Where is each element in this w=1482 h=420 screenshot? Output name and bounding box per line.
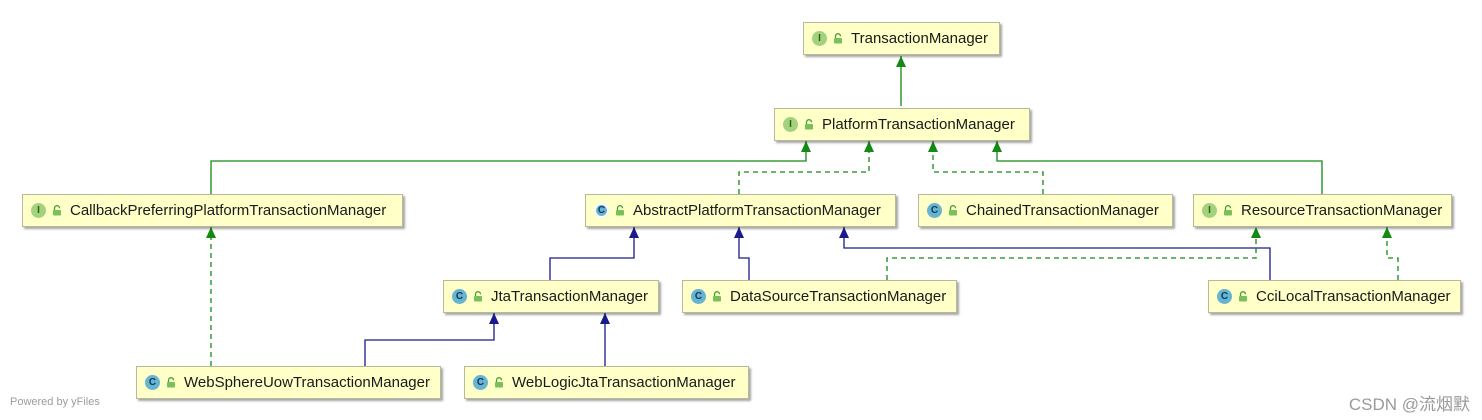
node-websphere-uow-transaction-manager[interactable]: C WebSphereUowTransactionManager [136,366,441,399]
arrowhead [1251,227,1261,238]
arrowhead [801,141,811,152]
node-jta-transaction-manager[interactable]: C JtaTransactionManager [443,280,659,313]
class-icon: C [145,375,160,390]
interface-icon: I [812,31,827,46]
arrowhead [992,141,1002,152]
edge-dstm-to-rtm [886,227,1261,280]
edge-aptm-to-ptm [738,141,874,194]
class-icon: C [1217,289,1232,304]
arrowhead [1382,227,1392,238]
arrowhead [206,227,216,238]
public-lock-icon [166,377,176,388]
class-icon: C [452,289,467,304]
node-label: ChainedTransactionManager [966,202,1159,219]
class-icon: C [927,203,942,218]
arrowhead [734,227,744,238]
node-abstract-platform-transaction-manager[interactable]: C AbstractPlatformTransactionManager [585,194,896,227]
node-callback-preferring-platform-transaction-manager[interactable]: I CallbackPreferringPlatformTransactionM… [22,194,403,227]
interface-icon: I [783,117,798,132]
node-transaction-manager[interactable]: I TransactionManager [803,22,1000,55]
edge-wljta-to-jta [600,313,610,366]
public-lock-icon [833,33,843,44]
edge-wsuow-to-jta [364,313,499,366]
public-lock-icon [52,205,62,216]
node-label: PlatformTransactionManager [822,116,1015,133]
interface-icon: I [31,203,46,218]
public-lock-icon [473,291,483,302]
node-resource-transaction-manager[interactable]: I ResourceTransactionManager [1193,194,1452,227]
node-label: ResourceTransactionManager [1241,202,1443,219]
edge-rtm-to-ptm [992,141,1323,194]
edge-wsuow-to-cpptm [206,227,216,366]
public-lock-icon [712,291,722,302]
edge-ctm-to-ptm [928,141,1044,194]
node-label: CciLocalTransactionManager [1256,288,1451,305]
node-weblogic-jta-transaction-manager[interactable]: C WebLogicJtaTransactionManager [464,366,749,399]
edge-ccil-to-aptm [839,227,1271,280]
public-lock-icon [948,205,958,216]
edge-dstm-to-aptm [734,227,750,280]
node-data-source-transaction-manager[interactable]: C DataSourceTransactionManager [682,280,957,313]
node-label: DataSourceTransactionManager [730,288,947,305]
arrowhead [600,313,610,324]
edge-ccil-to-rtm [1382,227,1399,280]
edge-ptm-to-tm [896,56,906,106]
arrowhead [864,141,874,152]
interface-icon: I [1202,203,1217,218]
public-lock-icon [615,205,625,216]
arrowhead [928,141,938,152]
class-icon: C [473,375,488,390]
public-lock-icon [804,119,814,130]
node-label: JtaTransactionManager [491,288,649,305]
node-chained-transaction-manager[interactable]: C ChainedTransactionManager [918,194,1173,227]
abstract-class-icon: C [594,203,609,218]
edge-cpptm-to-ptm [210,141,811,194]
node-label: WebLogicJtaTransactionManager [512,374,736,391]
public-lock-icon [494,377,504,388]
node-label: WebSphereUowTransactionManager [184,374,430,391]
public-lock-icon [1223,205,1233,216]
public-lock-icon [1238,291,1248,302]
arrowhead [896,56,906,67]
edge-jta-to-aptm [549,227,639,280]
watermark-text: CSDN @流烟默 [1348,395,1470,414]
node-cci-local-transaction-manager[interactable]: C CciLocalTransactionManager [1208,280,1461,313]
node-platform-transaction-manager[interactable]: I PlatformTransactionManager [774,108,1030,141]
class-icon: C [691,289,706,304]
arrowhead [839,227,849,238]
arrowhead [489,313,499,324]
node-label: AbstractPlatformTransactionManager [633,202,881,219]
arrowhead [629,227,639,238]
node-label: CallbackPreferringPlatformTransactionMan… [70,202,387,219]
node-label: TransactionManager [851,30,989,47]
powered-by-text: Powered by yFiles [10,396,100,408]
